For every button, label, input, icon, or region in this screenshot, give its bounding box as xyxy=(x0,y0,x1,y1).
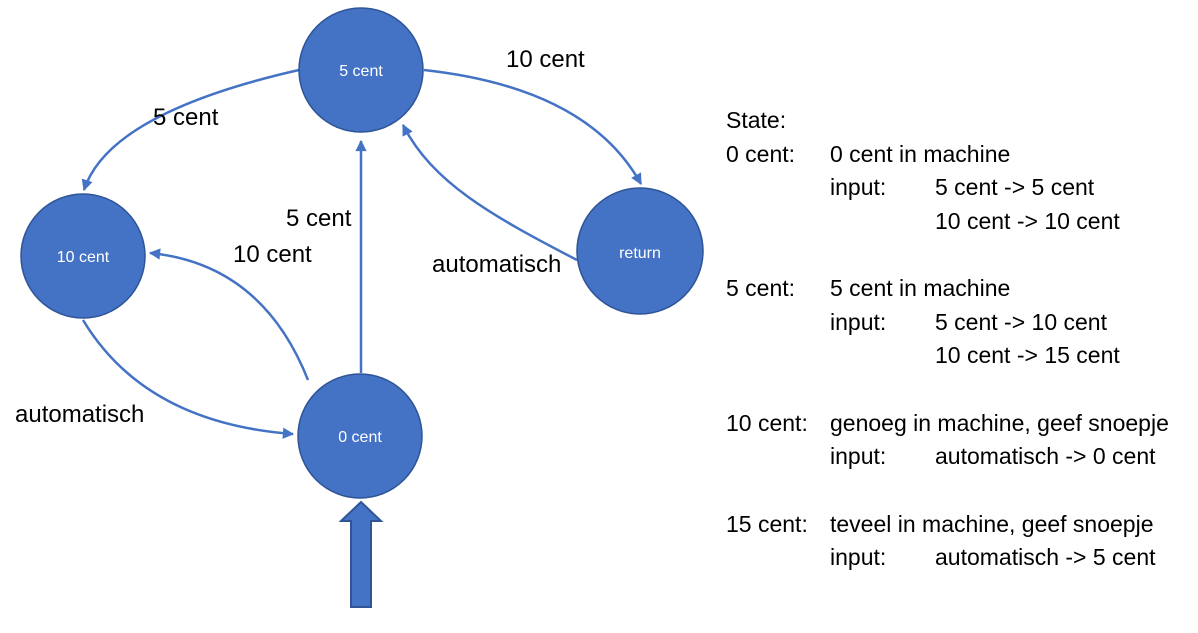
entry-row: 10 cent -> 15 cent xyxy=(726,339,1196,373)
state-node-five-cent: 5 cent xyxy=(298,7,424,133)
entry-row: 10 cent: genoeg in machine, geef snoepje xyxy=(726,407,1196,441)
state-node-ten-cent: 10 cent xyxy=(20,193,146,319)
state-label-five-cent: 5 cent xyxy=(339,63,383,80)
transition-label-zero-to-ten: 10 cent xyxy=(233,241,312,268)
transition-five-to-return xyxy=(423,68,643,185)
state-entry-0-cent: 0 cent: 0 cent in machine input: 5 cent … xyxy=(726,138,1196,239)
state-name: 5 cent: xyxy=(726,275,796,301)
state-label-return: return xyxy=(619,245,661,262)
state-node-zero-cent: 0 cent xyxy=(297,373,423,499)
state-entry-5-cent: 5 cent: 5 cent in machine input: 5 cent … xyxy=(726,272,1196,373)
entry-row: input: automatisch -> 0 cent xyxy=(726,440,1196,474)
state-name: 15 cent: xyxy=(726,510,808,537)
state-desc: teveel in machine, geef snoepje xyxy=(830,510,1154,537)
panel-title-row: State: xyxy=(726,104,1196,138)
transition-label-ten-to-zero: automatisch xyxy=(15,401,144,428)
state-label-zero-cent: 0 cent xyxy=(338,429,382,446)
state-entry-10-cent: 10 cent: genoeg in machine, geef snoepje… xyxy=(726,407,1196,474)
state-desc: 0 cent in machine xyxy=(830,140,1011,167)
state-node-return: return xyxy=(576,187,704,315)
entry-row: 5 cent: 5 cent in machine xyxy=(726,272,1196,306)
entry-row: 0 cent: 0 cent in machine xyxy=(726,138,1196,172)
state-name: 10 cent: xyxy=(726,409,808,436)
transition-label-return-to-five: automatisch xyxy=(432,251,561,278)
transition-text: 5 cent -> 5 cent xyxy=(935,174,1095,200)
panel-title: State: xyxy=(726,107,787,133)
entry-row: 10 cent -> 10 cent xyxy=(726,205,1196,239)
entry-row: input: 5 cent -> 5 cent xyxy=(726,171,1196,205)
state-entry-15-cent: 15 cent: teveel in machine, geef snoepje… xyxy=(726,508,1196,575)
state-description-panel: State: 0 cent: 0 cent in machine input: … xyxy=(726,104,1196,575)
state-circle-zero-cent xyxy=(297,373,423,499)
state-label-ten-cent: 10 cent xyxy=(57,249,110,266)
transition-label-five-to-ten: 5 cent xyxy=(153,104,219,131)
state-circle-ten-cent xyxy=(20,193,146,319)
transition-return-to-five xyxy=(401,123,578,262)
transition-zero-to-ten xyxy=(148,248,310,381)
state-circle-return xyxy=(576,187,704,315)
transition-text: automatisch -> 5 cent xyxy=(935,544,1156,570)
state-desc: 5 cent in machine xyxy=(830,275,1011,301)
transition-text: automatisch -> 0 cent xyxy=(935,443,1156,469)
start-arrow xyxy=(338,500,384,608)
entry-row: input: 5 cent -> 10 cent xyxy=(726,306,1196,340)
input-label: input: xyxy=(830,443,887,469)
transition-text: 10 cent -> 10 cent xyxy=(935,207,1120,234)
input-label: input: xyxy=(830,308,887,335)
entry-row: input: automatisch -> 5 cent xyxy=(726,541,1196,575)
transition-label-five-to-return: 10 cent xyxy=(506,46,585,73)
transition-ten-to-zero xyxy=(81,319,295,439)
state-desc: genoeg in machine, geef snoepje xyxy=(830,409,1169,436)
entry-row: 15 cent: teveel in machine, geef snoepje xyxy=(726,508,1196,542)
input-label: input: xyxy=(830,544,887,570)
transition-label-zero-to-five: 5 cent xyxy=(286,205,352,232)
transition-text: 5 cent -> 10 cent xyxy=(935,308,1107,335)
input-label: input: xyxy=(830,174,887,200)
state-circle-five-cent xyxy=(298,7,424,133)
state-name: 0 cent: xyxy=(726,140,796,167)
transition-five-to-ten xyxy=(81,68,300,192)
transition-text: 10 cent -> 15 cent xyxy=(935,342,1120,368)
